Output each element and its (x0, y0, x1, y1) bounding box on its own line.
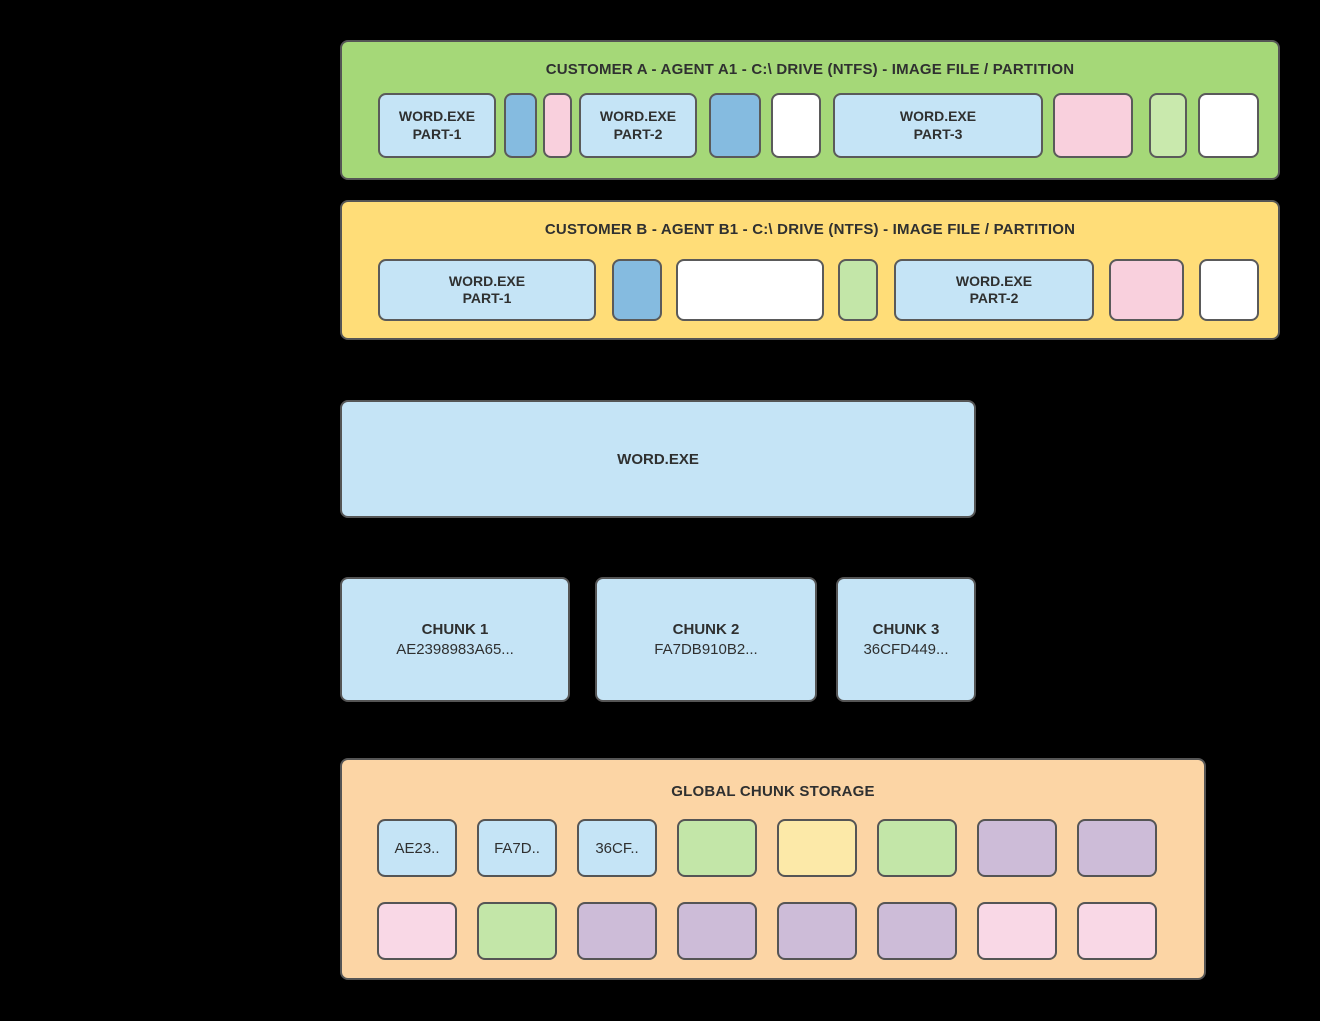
store-r2-c8-cell (1077, 902, 1157, 960)
customer-a-title: CUSTOMER A - AGENT A1 - C:\ DRIVE (NTFS)… (545, 61, 1075, 78)
store-36cf-label: 36CF.. (595, 839, 639, 857)
a-word-part-2-label-line2: PART-2 (613, 125, 663, 142)
store-fa7d-label: FA7D.. (494, 839, 540, 857)
b-free-1-block (676, 259, 824, 321)
b-used-1-block (612, 259, 662, 321)
a-pink-2-block (1053, 93, 1133, 158)
chunk-3-title: CHUNK 3 (872, 621, 940, 638)
b-word-part-2-label-line1: WORD.EXE (955, 272, 1033, 289)
store-r2-c3-cell (577, 902, 657, 960)
chunk-3-hash: 36CFD449... (863, 641, 949, 658)
a-word-part-2-label-line1: WORD.EXE (599, 108, 677, 124)
chunk-2-title: CHUNK 2 (672, 621, 740, 638)
store-r2-c4-cell (677, 902, 757, 960)
b-word-part-1-label-line1: WORD.EXE (448, 272, 526, 289)
b-word-part-2-label-line2: PART-2 (969, 290, 1019, 306)
chunk-1-title: CHUNK 1 (421, 621, 489, 638)
chunk-2-hash: FA7DB910B2... (654, 641, 758, 658)
word-exe-file-box: WORD.EXE (340, 400, 976, 518)
a-free-1-block (771, 93, 821, 158)
store-r2-c2-cell (477, 902, 557, 960)
a-pink-1-block (543, 93, 572, 158)
store-r1-c4-cell (677, 819, 757, 877)
a-word-part-1-label-line1: WORD.EXE (398, 108, 476, 124)
store-ae23-cell: AE23.. (377, 819, 457, 877)
chunk-1-hash: AE2398983A65... (396, 641, 514, 658)
a-green-1-block (1149, 93, 1187, 158)
a-word-part-3-label-line1: WORD.EXE (899, 108, 977, 124)
customer-b-title: CUSTOMER B - AGENT B1 - C:\ DRIVE (NTFS)… (544, 221, 1076, 238)
global-chunk-storage-title: GLOBAL CHUNK STORAGE (671, 783, 875, 800)
store-r1-c6-cell (877, 819, 957, 877)
chunk-2-box: CHUNK 2 FA7DB910B2... (595, 577, 817, 702)
store-fa7d-cell: FA7D.. (477, 819, 557, 877)
store-r1-c7-cell (977, 819, 1057, 877)
store-ae23-label: AE23.. (394, 839, 440, 857)
store-r2-c6-cell (877, 902, 957, 960)
chunk-3-box: CHUNK 3 36CFD449... (836, 577, 976, 702)
store-r2-c5-cell (777, 902, 857, 960)
store-r2-c7-cell (977, 902, 1057, 960)
b-word-part-1-label-line2: PART-1 (462, 290, 512, 306)
chunk-1-box: CHUNK 1 AE2398983A65... (340, 577, 570, 702)
store-r1-c5-cell (777, 819, 857, 877)
a-free-2-block (1198, 93, 1259, 158)
store-36cf-cell: 36CF.. (577, 819, 657, 877)
b-free-2-block (1199, 259, 1259, 321)
b-green-1-block (838, 259, 878, 321)
a-used-2-block (709, 93, 761, 158)
store-r2-c1-cell (377, 902, 457, 960)
store-r1-c8-cell (1077, 819, 1157, 877)
b-pink-1-block (1109, 259, 1184, 321)
a-word-part-3-label-line2: PART-3 (913, 125, 963, 142)
a-word-part-1-label-line2: PART-1 (412, 125, 462, 142)
a-used-1-block (504, 93, 537, 158)
word-exe-file-label: WORD.EXE (617, 450, 699, 468)
